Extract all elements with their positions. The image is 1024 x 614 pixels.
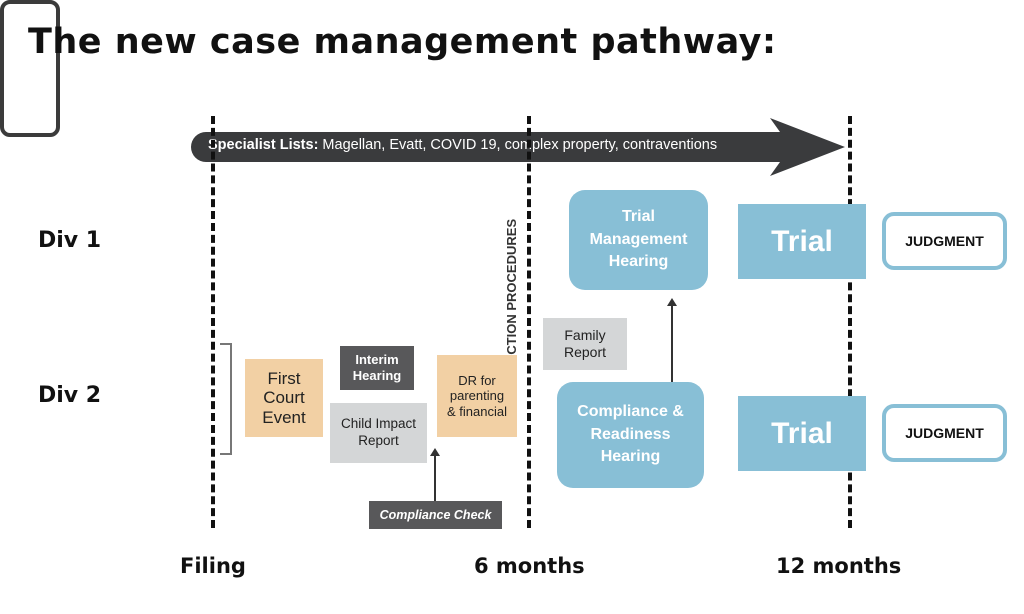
div1-label: Div 1 [38, 228, 102, 253]
bracket [220, 343, 232, 455]
twelve-months-divider-line [848, 116, 852, 528]
trial-div1-box: Trial [738, 204, 866, 279]
hearing-link-arrowhead [667, 298, 677, 306]
compliance-check-box: Compliance Check [369, 501, 502, 529]
filing-label: Filing [180, 554, 246, 578]
specialist-lists-arrow [191, 118, 845, 176]
family-report-box: Family Report [543, 318, 627, 370]
judgment-div1-box: JUDGMENT [882, 212, 1007, 270]
specialist-lists-label: Specialist Lists: [208, 137, 319, 153]
compliance-check-arrowhead [430, 448, 440, 456]
compliance-readiness-hearing-box: Compliance & Readiness Hearing [557, 382, 704, 488]
interim-hearing-box: Interim Hearing [340, 346, 414, 390]
dr-parenting-financial-box: DR for parenting & financial [437, 355, 517, 437]
six-months-divider-line [527, 116, 531, 528]
six-months-label: 6 months [474, 554, 585, 578]
child-impact-report-box: Child Impact Report [330, 403, 427, 463]
trial-div2-box: Trial [738, 396, 866, 471]
judgment-div2-box: JUDGMENT [882, 404, 1007, 462]
specialist-lists-items: Magellan, Evatt, COVID 19, complex prope… [318, 137, 718, 153]
specialist-lists-text: Specialist Lists: Magellan, Evatt, COVID… [208, 137, 717, 153]
compliance-check-arrow-line [434, 456, 436, 502]
page-title: The new case management pathway: [28, 22, 777, 62]
twelve-months-label: 12 months [776, 554, 902, 578]
filing-divider-line [211, 116, 215, 528]
pre-action-procedures-box: PRE-ACTION PROCEDURES [0, 0, 519, 395]
first-court-event-box: First Court Event [245, 359, 323, 437]
trial-management-hearing-box: Trial Management Hearing [569, 190, 708, 290]
hearing-link-arrow-line [671, 306, 673, 382]
div2-label: Div 2 [38, 383, 102, 408]
